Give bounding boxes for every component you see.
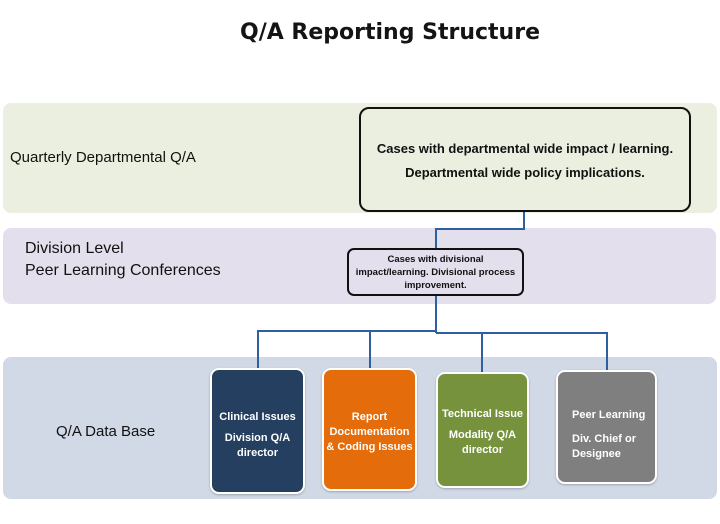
card-line1: Div. Chief or xyxy=(572,433,636,445)
database-label: Q/A Data Base xyxy=(56,423,156,440)
card-heading: Report xyxy=(351,411,388,423)
divisional-box-line3: improvement. xyxy=(404,280,467,291)
card-line1: Modality Q/A xyxy=(448,429,517,441)
peer-learning-card: Peer Learning Div. Chief or Designee xyxy=(556,370,657,484)
clinical-issues-card: Clinical Issues Division Q/A director xyxy=(210,368,305,494)
division-label: Division Level Peer Learning Conferences xyxy=(25,238,221,282)
card-line2: & Coding Issues xyxy=(326,441,413,453)
departmental-box-line1: Cases with departmental wide impact / le… xyxy=(376,141,674,156)
card-line1: Division Q/A xyxy=(224,432,291,444)
technical-issue-card: Technical Issue Modality Q/A director xyxy=(436,372,529,488)
card-line2: director xyxy=(237,447,278,459)
card-line1: Documentation xyxy=(329,426,410,438)
quarterly-label: Quarterly Departmental Q/A xyxy=(10,149,196,166)
divisional-box-line1: Cases with divisional xyxy=(387,254,484,265)
departmental-box-line2: Departmental wide policy implications. xyxy=(405,165,645,180)
card-line2: director xyxy=(462,444,503,456)
card-line2: Designee xyxy=(572,448,621,460)
division-label-line1: Division Level xyxy=(25,240,124,257)
divisional-box: Cases with divisional impact/learning. D… xyxy=(347,248,524,296)
card-heading: Clinical Issues xyxy=(219,411,296,423)
report-documentation-card: Report Documentation & Coding Issues xyxy=(322,368,417,491)
division-label-line2: Peer Learning Conferences xyxy=(25,262,221,279)
diagram-title: Q/A Reporting Structure xyxy=(240,20,540,45)
departmental-box: Cases with departmental wide impact / le… xyxy=(359,107,691,212)
card-heading: Peer Learning xyxy=(572,409,646,421)
divisional-box-line2: impact/learning. Divisional process xyxy=(355,267,516,278)
card-heading: Technical Issue xyxy=(441,408,524,420)
